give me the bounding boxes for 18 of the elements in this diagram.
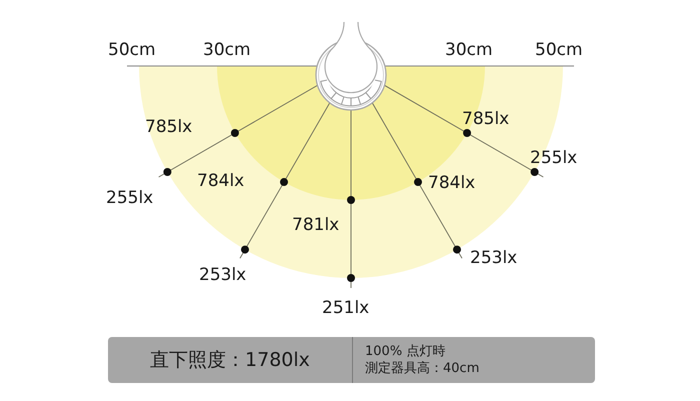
illuminance-value: 784lx xyxy=(197,171,244,191)
illuminance-value: 255lx xyxy=(530,148,578,168)
distance-label: 50cm xyxy=(535,40,583,60)
illuminance-value: 785lx xyxy=(145,117,192,137)
distance-label: 30cm xyxy=(203,40,251,60)
info-bar xyxy=(108,337,595,383)
condition-note: 測定器具高：40cm xyxy=(365,361,480,377)
illuminance-value: 253lx xyxy=(199,265,246,285)
illuminance-value: 255lx xyxy=(106,188,154,208)
illuminance-value: 251lx xyxy=(322,298,370,318)
distance-label: 50cm xyxy=(108,40,156,60)
illuminance-value: 781lx xyxy=(292,215,340,235)
illuminance-value: 253lx xyxy=(470,248,518,268)
illuminance-value: 785lx xyxy=(462,109,510,129)
condition-note: 100% 点灯時 xyxy=(365,344,446,360)
illuminance-value: 784lx xyxy=(428,173,476,193)
distance-label: 30cm xyxy=(445,40,493,60)
illuminance-reading: 直下照度：1780lx xyxy=(149,349,311,371)
